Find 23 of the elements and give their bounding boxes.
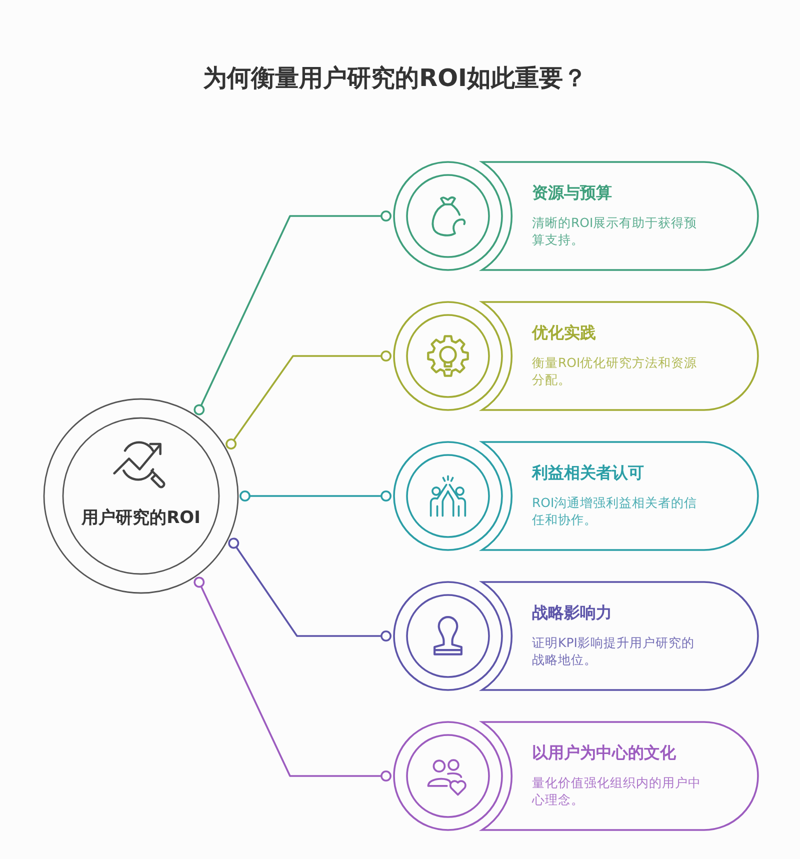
card-description: 清晰的ROI展示有助于获得预算支持。 bbox=[532, 214, 698, 248]
pill-card bbox=[392, 581, 760, 691]
card-heading: 战略影响力 bbox=[532, 603, 612, 623]
hub-circle bbox=[43, 398, 239, 594]
card-description: 证明KPI影响提升用户研究的战略地位。 bbox=[532, 634, 696, 668]
pill-card bbox=[392, 161, 760, 271]
card-heading: 资源与预算 bbox=[532, 183, 612, 203]
card-description: 量化价值强化组织内的用户中心理念。 bbox=[532, 774, 702, 808]
card-heading: 利益相关者认可 bbox=[532, 463, 644, 483]
card-description: 衡量ROI优化研究方法和资源分配。 bbox=[532, 354, 698, 388]
card-heading: 以用户为中心的文化 bbox=[532, 743, 676, 763]
hub-label: 用户研究的ROI bbox=[82, 507, 200, 529]
pill-card bbox=[392, 721, 760, 831]
connector-line bbox=[194, 210, 392, 416]
pill-card bbox=[392, 441, 760, 551]
connector-line bbox=[194, 576, 392, 782]
connector-line bbox=[226, 350, 392, 450]
card-heading: 优化实践 bbox=[532, 323, 596, 343]
title: 为何衡量用户研究的ROI如此重要？ bbox=[203, 63, 587, 94]
card-description: ROI沟通增强利益相关者的信任和协作。 bbox=[532, 494, 698, 528]
connector-line bbox=[240, 490, 392, 502]
pill-card bbox=[392, 301, 760, 411]
connector-line bbox=[228, 538, 392, 642]
